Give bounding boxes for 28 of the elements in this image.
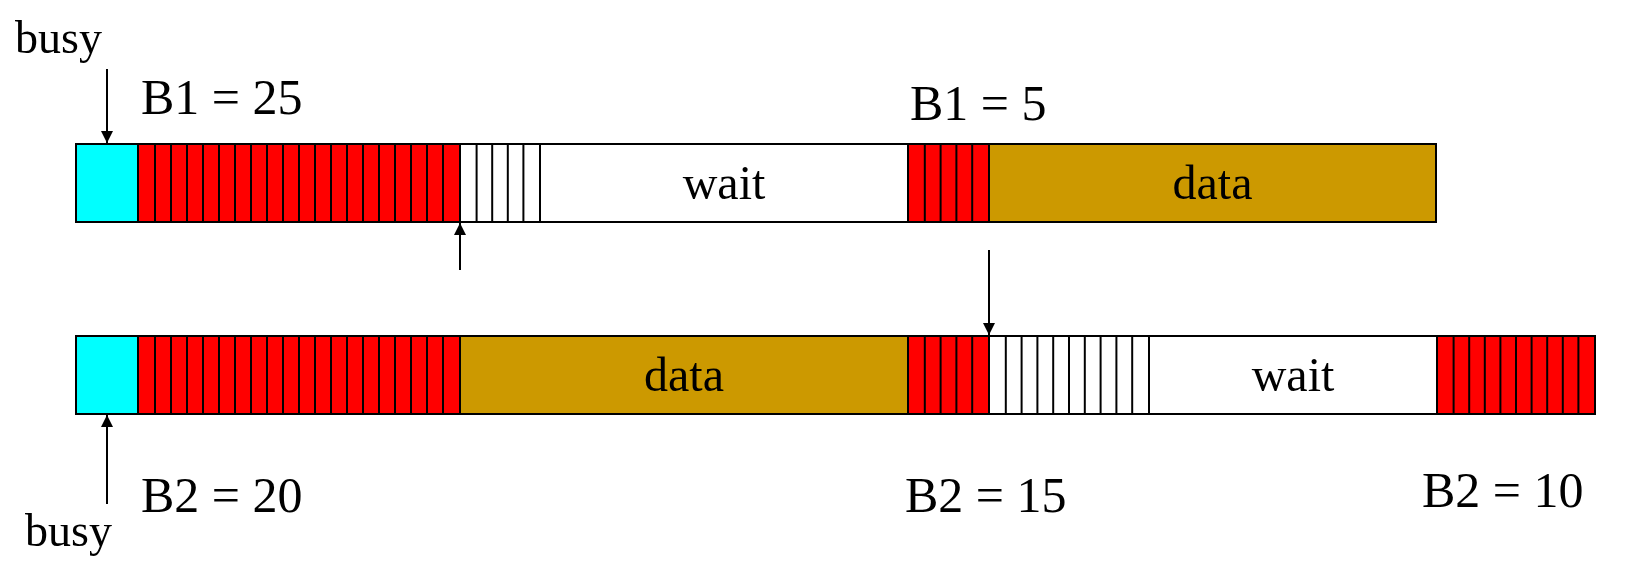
data-segment <box>988 143 1437 223</box>
segment-label: wait <box>681 159 767 207</box>
backoff-slots <box>137 143 461 223</box>
backoff-slots <box>459 143 541 223</box>
data-segment <box>459 335 909 415</box>
counter-label: B2 = 10 <box>1422 465 1584 515</box>
arrow <box>101 414 113 505</box>
arrow <box>101 68 113 144</box>
busy-label: busy <box>15 15 103 61</box>
busy-slot <box>75 143 139 223</box>
counter-label: B2 = 15 <box>905 470 1067 520</box>
arrow <box>983 249 995 336</box>
backoff-slots <box>988 335 1150 415</box>
segment-label: data <box>643 351 725 399</box>
counter-label: B1 = 5 <box>910 78 1047 128</box>
segment-label: wait <box>1250 351 1336 399</box>
counter-label: B1 = 25 <box>141 72 303 122</box>
wait-segment <box>539 143 909 223</box>
backoff-slots <box>137 335 461 415</box>
wait-segment <box>1148 335 1438 415</box>
segment-label: data <box>1171 159 1254 207</box>
backoff-slots <box>907 335 990 415</box>
backoff-slots <box>1436 335 1596 415</box>
busy-label: busy <box>25 508 113 554</box>
backoff-slots <box>907 143 990 223</box>
busy-slot <box>75 335 139 415</box>
arrow <box>454 222 466 271</box>
counter-label: B2 = 20 <box>141 470 303 520</box>
